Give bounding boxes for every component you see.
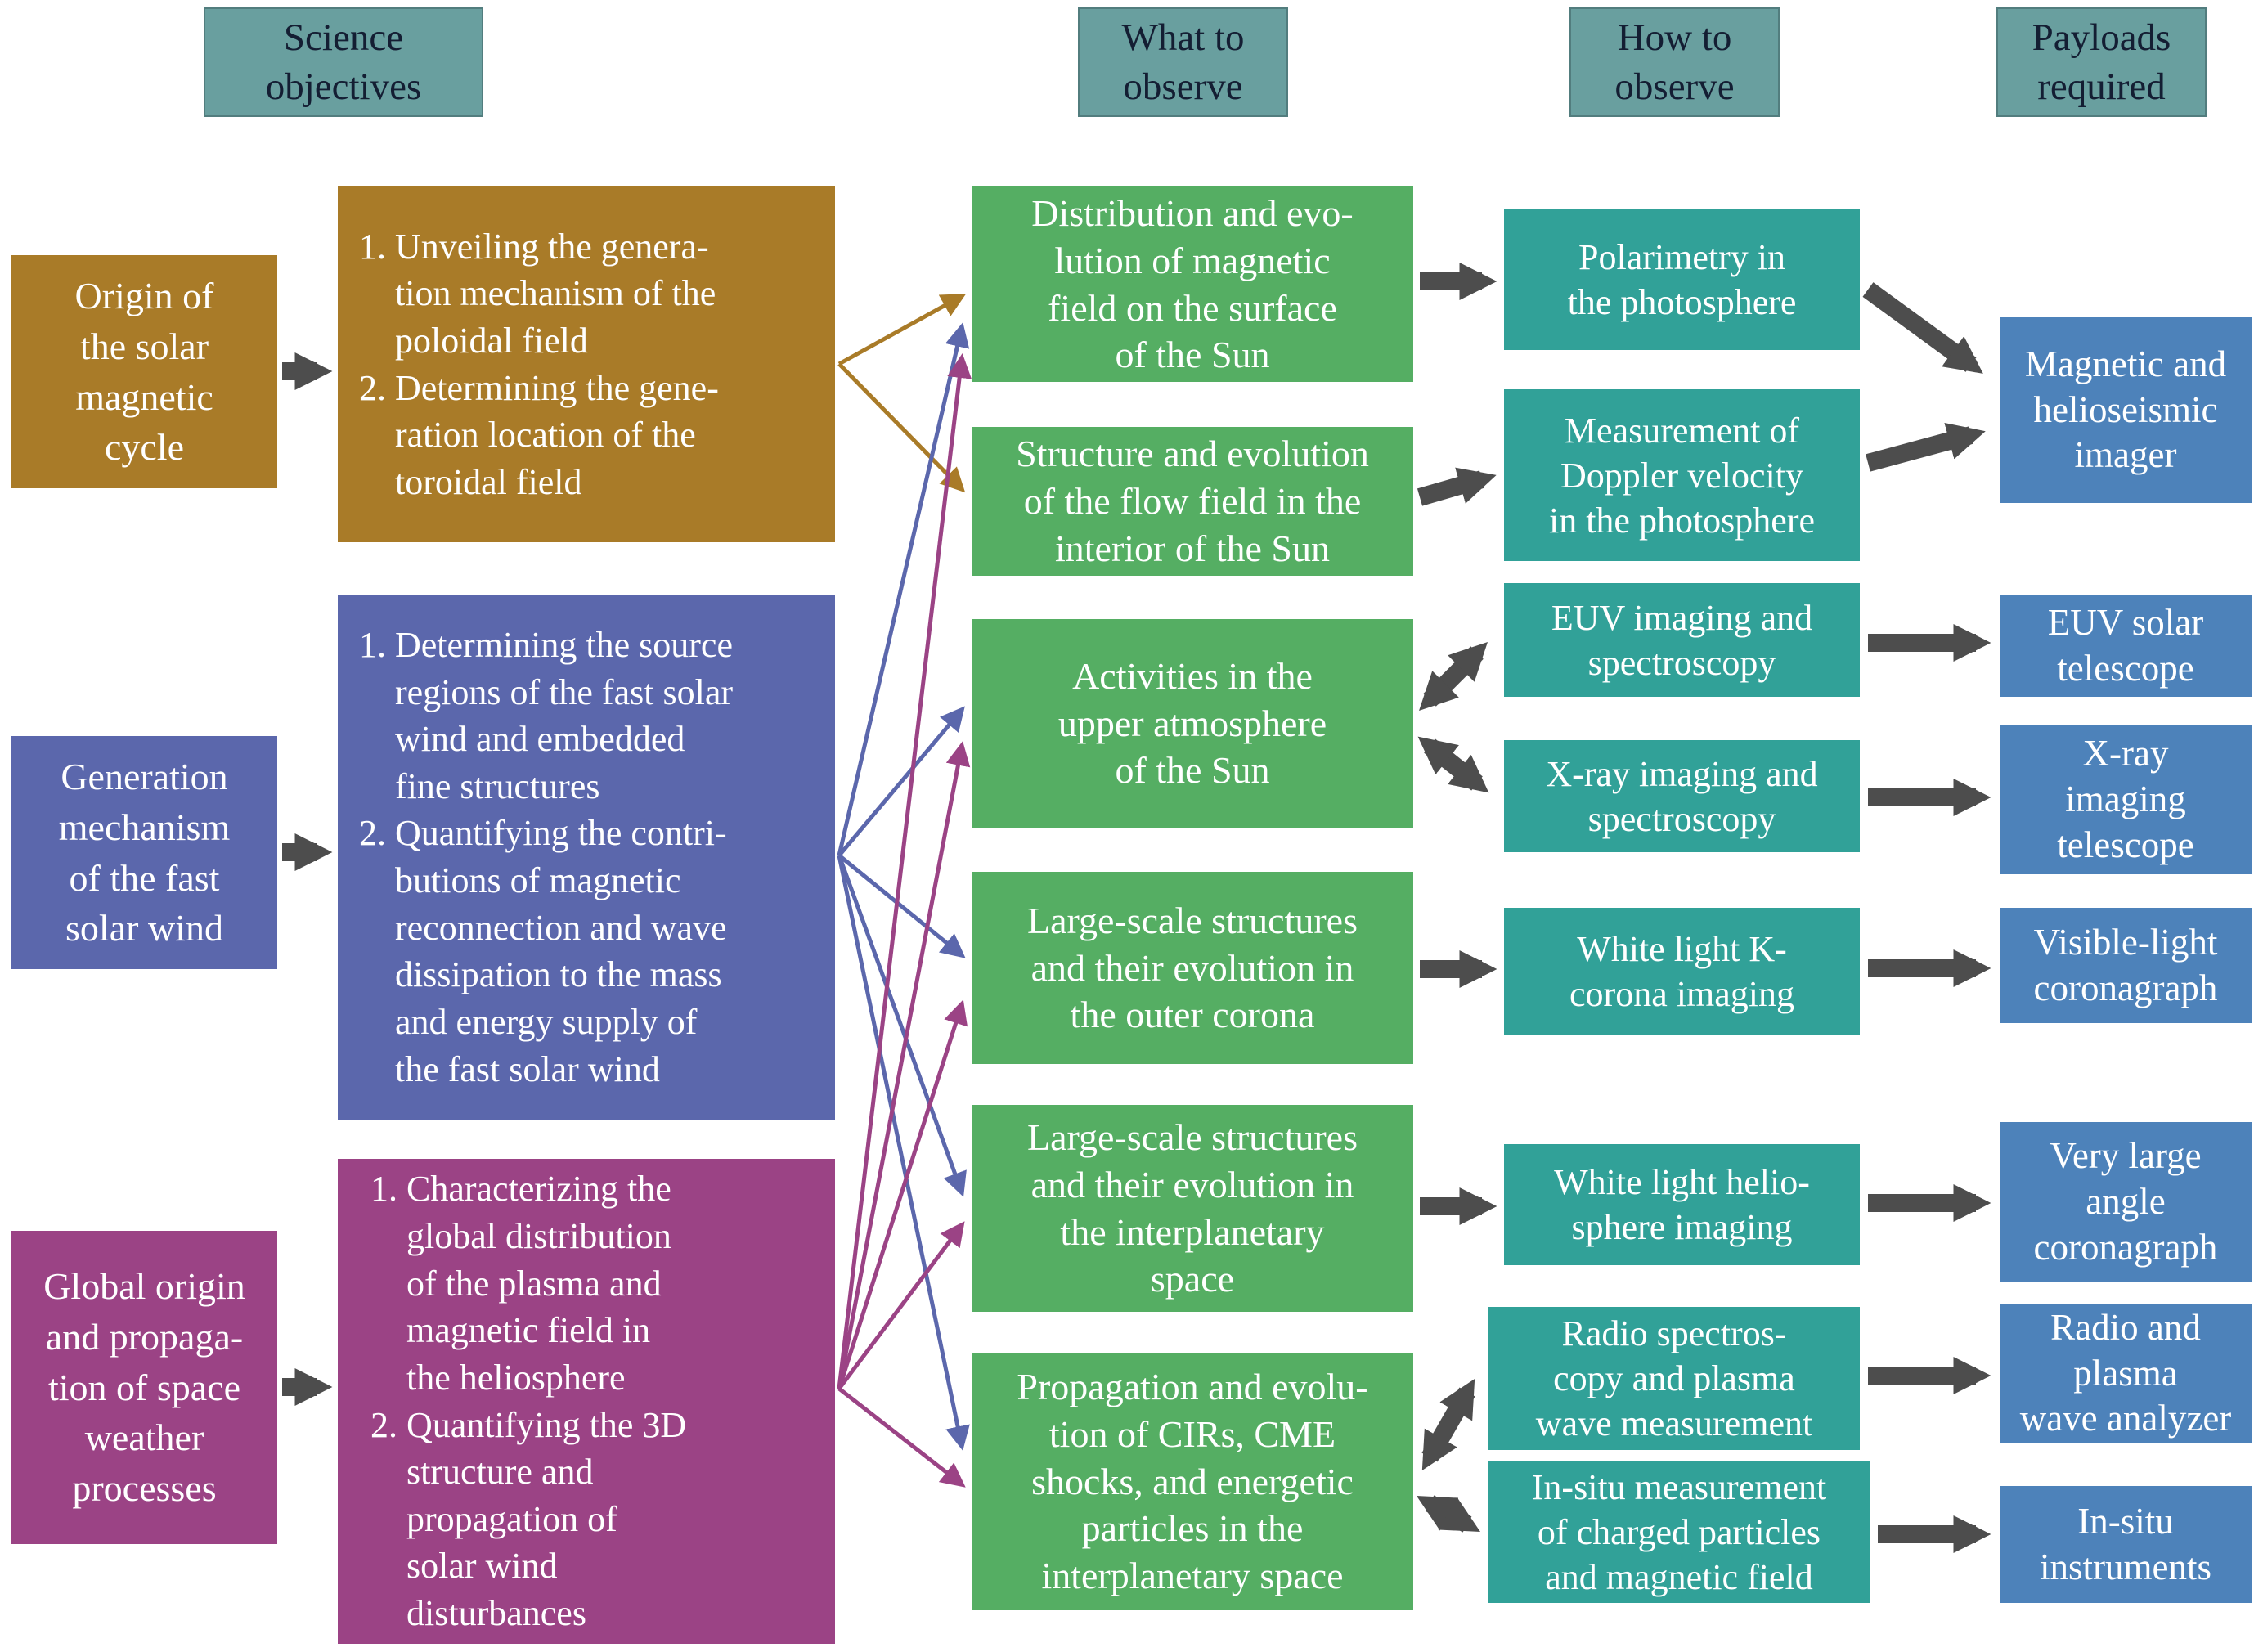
observation-outer-corona-structures: Large-scale structures and their evoluti… bbox=[972, 872, 1413, 1064]
payload-visible-light-coronagraph: Visible-light coronagraph bbox=[2000, 908, 2252, 1023]
payload-radio-plasma-wave-analyzer: Radio and plasma wave analyzer bbox=[2000, 1304, 2252, 1443]
payload-euv-solar-telescope: EUV solar telescope bbox=[2000, 595, 2252, 697]
topic-global-origin-space-weather: Global origin and propaga- tion of space… bbox=[11, 1231, 277, 1544]
column-header-how-to-observe: How to observe bbox=[1569, 7, 1780, 117]
column-header-science-objectives: Science objectives bbox=[204, 7, 483, 117]
objectives-space-weather: 1. Characterizing the global distributio… bbox=[338, 1159, 835, 1644]
method-radio-plasma-wave: Radio spectros- copy and plasma wave mea… bbox=[1488, 1307, 1860, 1450]
blue-objective-arrows bbox=[837, 322, 970, 1451]
observation-interplanetary-structures: Large-scale structures and their evoluti… bbox=[972, 1105, 1413, 1312]
method-doppler-velocity: Measurement of Doppler velocity in the p… bbox=[1504, 389, 1860, 561]
topic-generation-mechanism-fast-solar-wind: Generation mechanism of the fast solar w… bbox=[11, 736, 277, 969]
observation-cir-cme-propagation: Propagation and evolu- tion of CIRs, CME… bbox=[972, 1353, 1413, 1610]
method-euv-imaging-spectroscopy: EUV imaging and spectroscopy bbox=[1504, 583, 1860, 697]
method-xray-imaging-spectroscopy: X-ray imaging and spectroscopy bbox=[1504, 740, 1860, 852]
objectives-fast-solar-wind: 1. Determining the source regions of the… bbox=[338, 595, 835, 1120]
observation-interior-flow-field: Structure and evolution of the flow fiel… bbox=[972, 427, 1413, 576]
observation-to-method-arrows bbox=[1416, 263, 1497, 1533]
objectives-solar-magnetic-cycle: 1. Unveiling the genera- tion mechanism … bbox=[338, 186, 835, 542]
payload-insitu-instruments: In-situ instruments bbox=[2000, 1486, 2252, 1603]
topic-origin-of-solar-magnetic-cycle: Origin of the solar magnetic cycle bbox=[11, 255, 277, 488]
method-white-light-k-corona: White light K- corona imaging bbox=[1504, 908, 1860, 1035]
payload-xray-imaging-telescope: X-ray imaging telescope bbox=[2000, 725, 2252, 874]
payload-magnetic-helioseismic-imager: Magnetic and helioseismic imager bbox=[2000, 317, 2252, 503]
method-insitu-measurement: In-situ measurement of charged particles… bbox=[1488, 1461, 1870, 1603]
observation-upper-atmosphere-activities: Activities in the upper atmosphere of th… bbox=[972, 619, 1413, 828]
observation-surface-magnetic-field: Distribution and evo- lution of magnetic… bbox=[972, 186, 1413, 382]
brown-objective-arrows bbox=[837, 294, 967, 493]
payload-very-large-angle-coronagraph: Very large angle coronagraph bbox=[2000, 1122, 2252, 1282]
topic-to-objective-arrows bbox=[282, 352, 333, 1406]
method-white-light-heliosphere: White light helio- sphere imaging bbox=[1504, 1144, 1860, 1265]
column-header-what-to-observe: What to observe bbox=[1078, 7, 1288, 117]
column-header-payloads-required: Payloads required bbox=[1996, 7, 2207, 117]
method-polarimetry-photosphere: Polarimetry in the photosphere bbox=[1504, 209, 1860, 350]
magenta-objective-arrows bbox=[837, 353, 972, 1488]
method-to-payload-arrows bbox=[1862, 282, 1991, 1553]
